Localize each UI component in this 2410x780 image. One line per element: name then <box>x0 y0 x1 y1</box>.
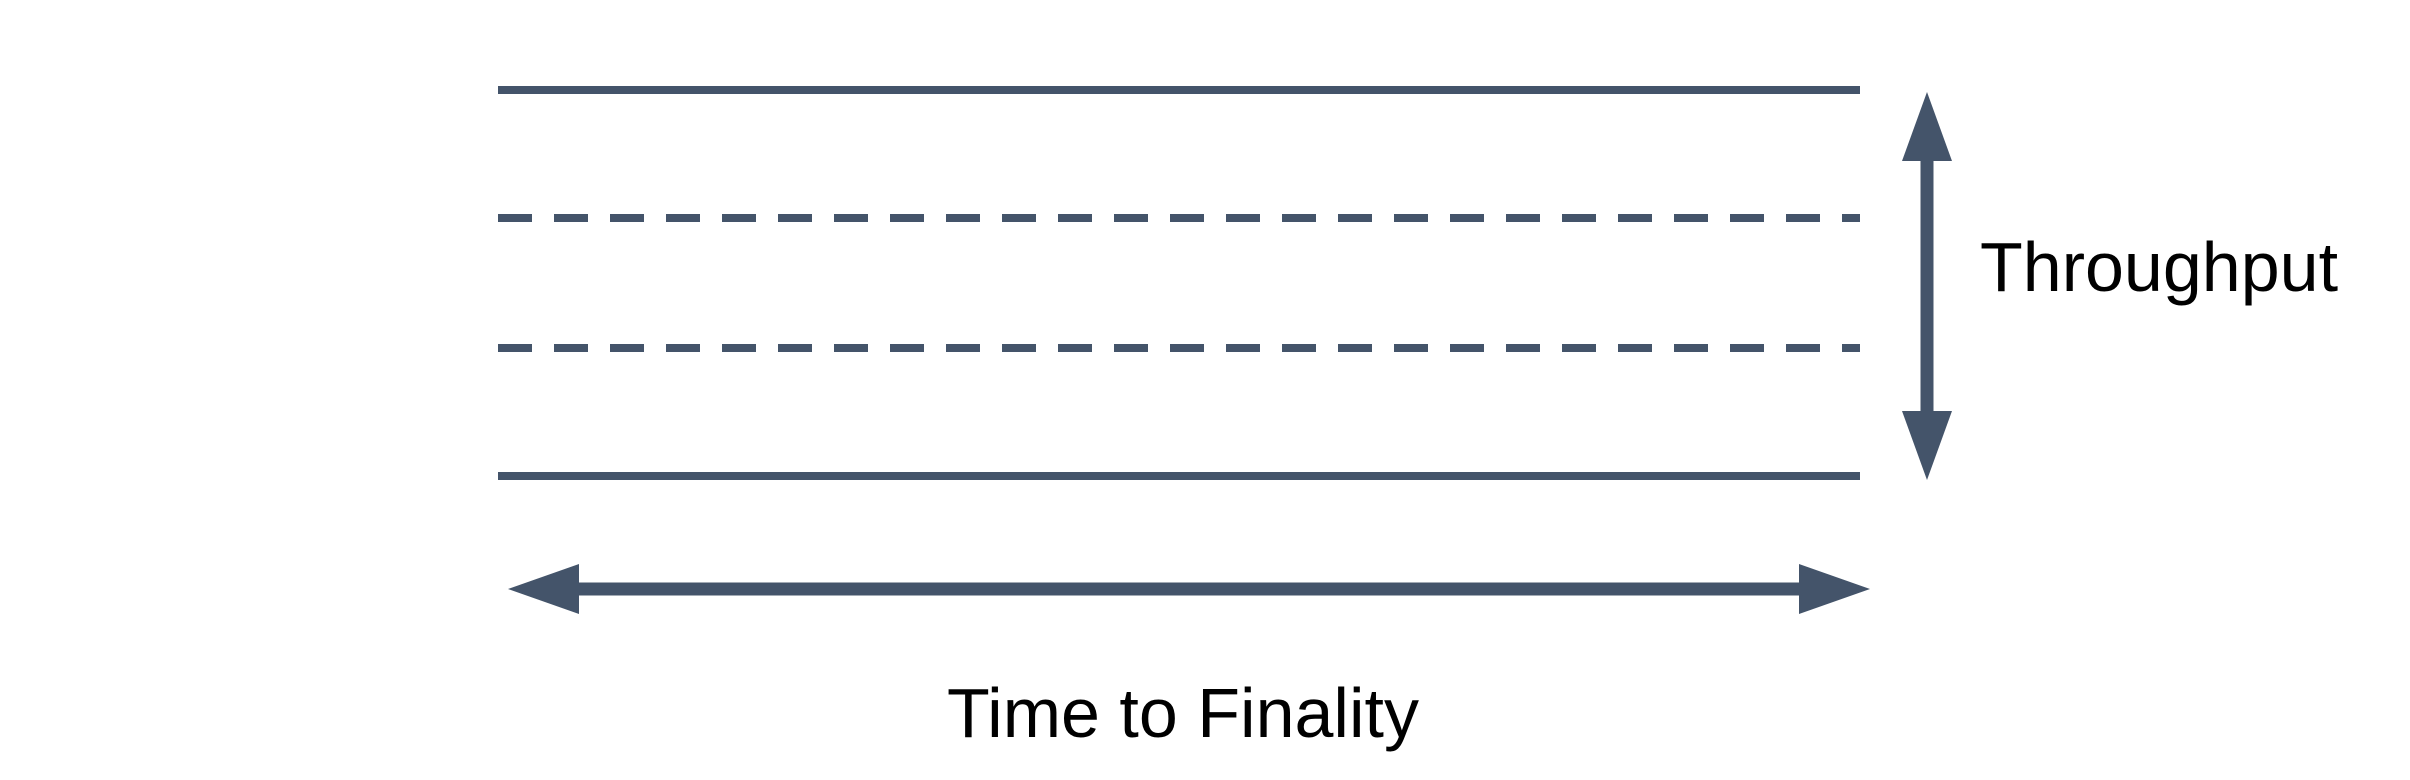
throughput-label: Throughput <box>1980 228 2339 306</box>
time-to-finality-arrow <box>508 564 1870 614</box>
lane-lines <box>498 86 1860 480</box>
throughput-arrow-shaft <box>1920 155 1934 417</box>
time-to-finality-arrow-head-left <box>508 564 579 614</box>
throughput-arrow <box>1902 92 1952 480</box>
time-to-finality-arrow-shaft <box>572 582 1806 596</box>
time-to-finality-label: Time to Finality <box>947 674 1419 752</box>
time-to-finality-arrow-head-right <box>1799 564 1870 614</box>
throughput-arrow-head-up <box>1902 92 1952 161</box>
throughput-arrow-head-down <box>1902 411 1952 480</box>
